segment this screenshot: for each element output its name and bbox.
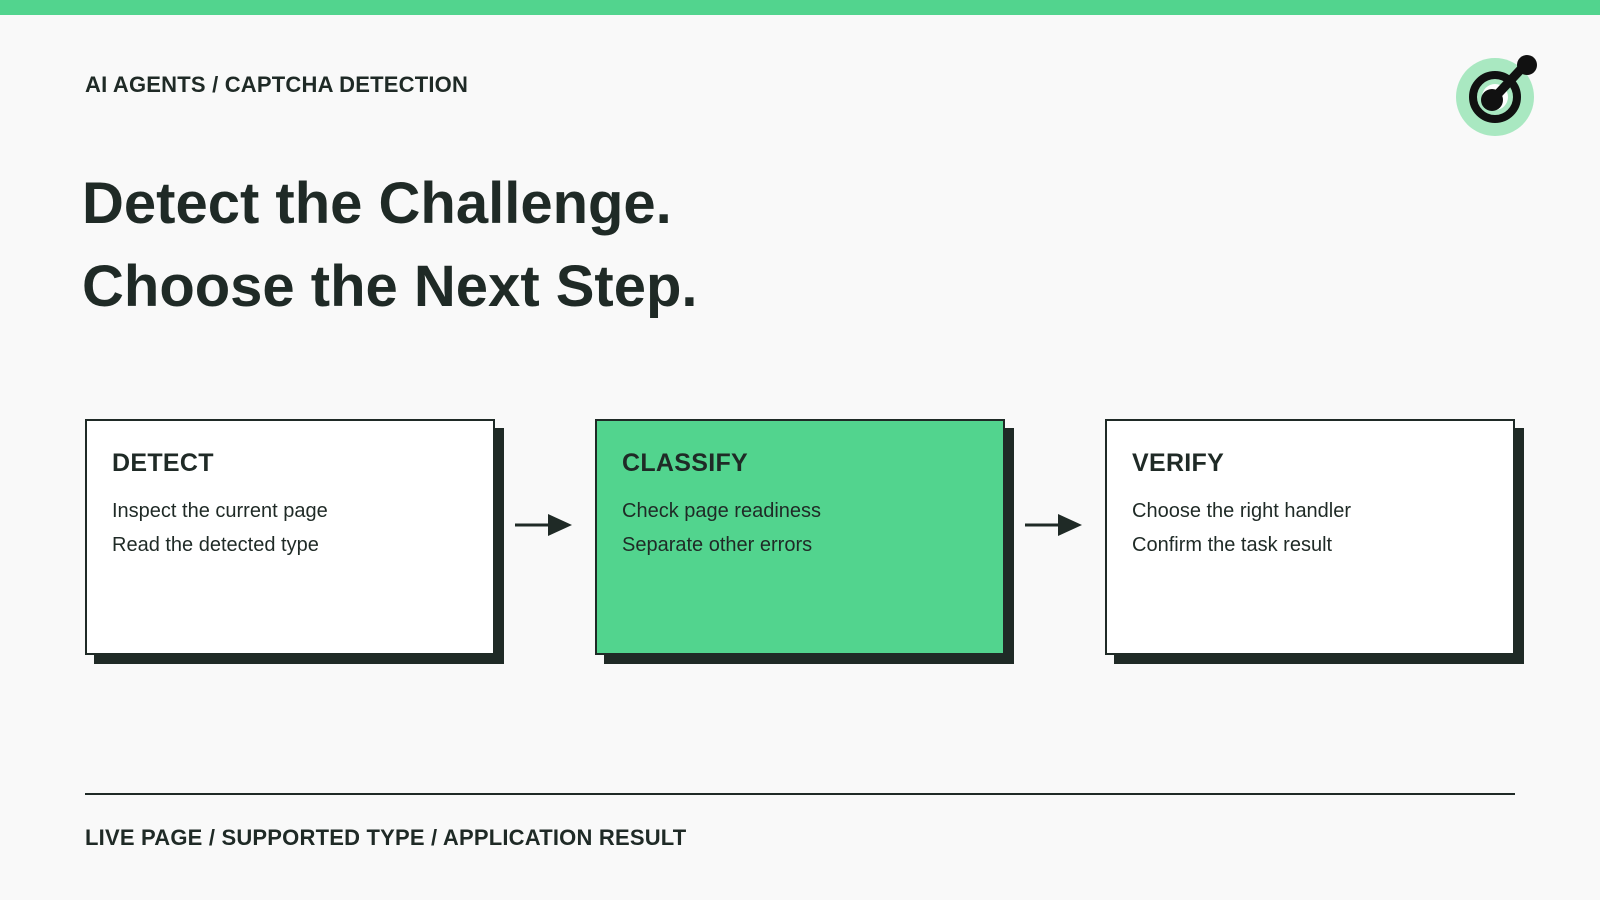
step-card-classify: CLASSIFY Check page readiness Separate o…	[595, 419, 1005, 655]
top-accent-bar	[0, 0, 1600, 15]
step-title: DETECT	[112, 449, 214, 477]
step-title: CLASSIFY	[622, 449, 749, 477]
step-line: Confirm the task result	[1132, 534, 1333, 556]
step-line: Choose the right handler	[1132, 500, 1352, 522]
headline-line-2: Choose the Next Step.	[82, 254, 698, 319]
step-line: Inspect the current page	[112, 500, 328, 522]
step-title: VERIFY	[1132, 449, 1225, 477]
step-line: Check page readiness	[622, 500, 822, 522]
headline-line-1: Detect the Challenge.	[82, 171, 672, 236]
brand-logo-icon	[1456, 55, 1537, 136]
footer-caption: LIVE PAGE / SUPPORTED TYPE / APPLICATION…	[85, 825, 687, 850]
step-card-verify: VERIFY Choose the right handler Confirm …	[1105, 419, 1515, 655]
footer-divider	[85, 793, 1515, 795]
page-headline: Detect the Challenge. Choose the Next St…	[82, 162, 698, 328]
arrow-right-icon	[1025, 514, 1082, 536]
step-line: Read the detected type	[112, 534, 319, 556]
arrow-right-icon	[515, 514, 572, 536]
step-line: Separate other errors	[622, 534, 813, 556]
breadcrumb: AI AGENTS / CAPTCHA DETECTION	[85, 72, 469, 97]
step-card-detect: DETECT Inspect the current page Read the…	[85, 419, 495, 655]
